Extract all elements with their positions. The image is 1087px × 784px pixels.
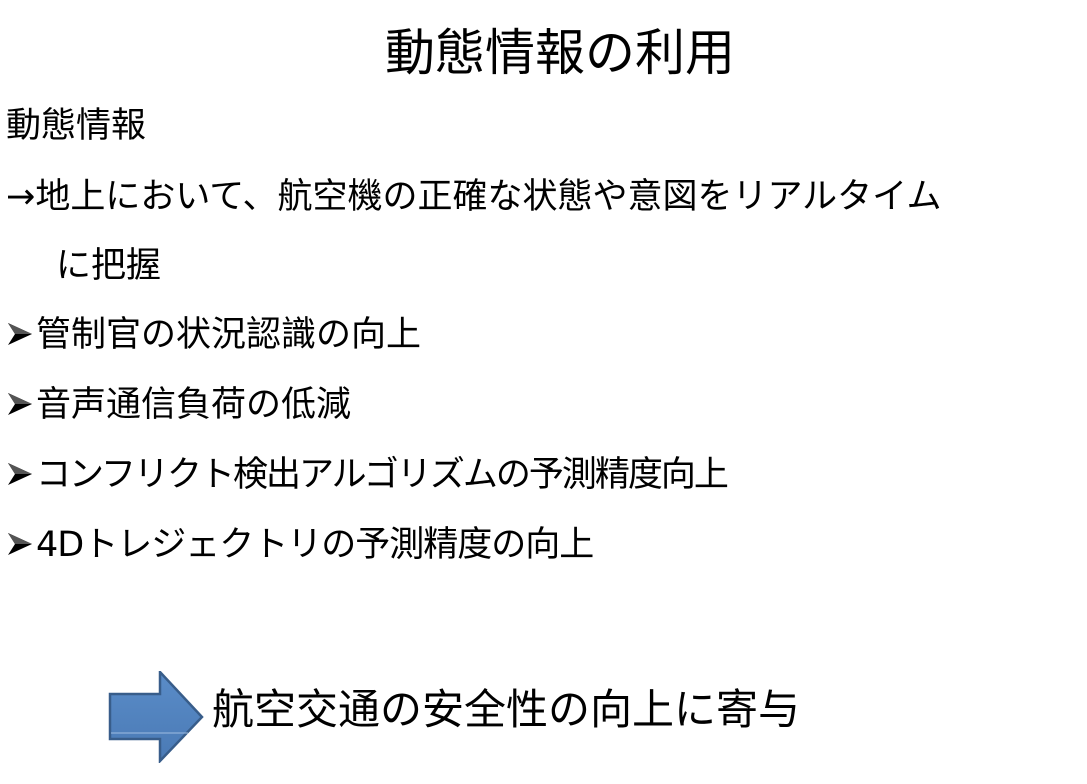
arrowhead-bullet-icon	[8, 323, 32, 345]
bullet-item: 4Dトレジェクトリの予測精度の向上	[6, 523, 594, 567]
section-heading: 動態情報	[6, 106, 147, 146]
arrowhead-bullet-icon	[8, 463, 32, 485]
bullet-item: 音声通信負荷の低減	[6, 383, 351, 427]
right-block-arrow-icon	[108, 671, 204, 763]
arrowhead-bullet-icon	[8, 393, 32, 415]
bullet-text: 音声通信負荷の低減	[36, 385, 352, 425]
conclusion-text: 航空交通の安全性の向上に寄与	[212, 685, 801, 734]
bullet-item: 管制官の状況認識の向上	[6, 313, 421, 357]
bullet-text: 4Dトレジェクトリの予測精度の向上	[36, 525, 594, 565]
bullet-item: コンフリクト検出アルゴリズムの予測精度向上	[6, 453, 729, 497]
description-line-1: →地上において、航空機の正確な状態や意図をリアルタイム	[6, 177, 942, 217]
bullet-text: 管制官の状況認識の向上	[36, 315, 422, 355]
slide-title: 動態情報の利用	[385, 24, 735, 82]
arrowhead-bullet-icon	[8, 533, 32, 555]
description-line-2: に把握	[56, 246, 162, 286]
bullet-text: コンフリクト検出アルゴリズムの予測精度向上	[36, 455, 729, 495]
